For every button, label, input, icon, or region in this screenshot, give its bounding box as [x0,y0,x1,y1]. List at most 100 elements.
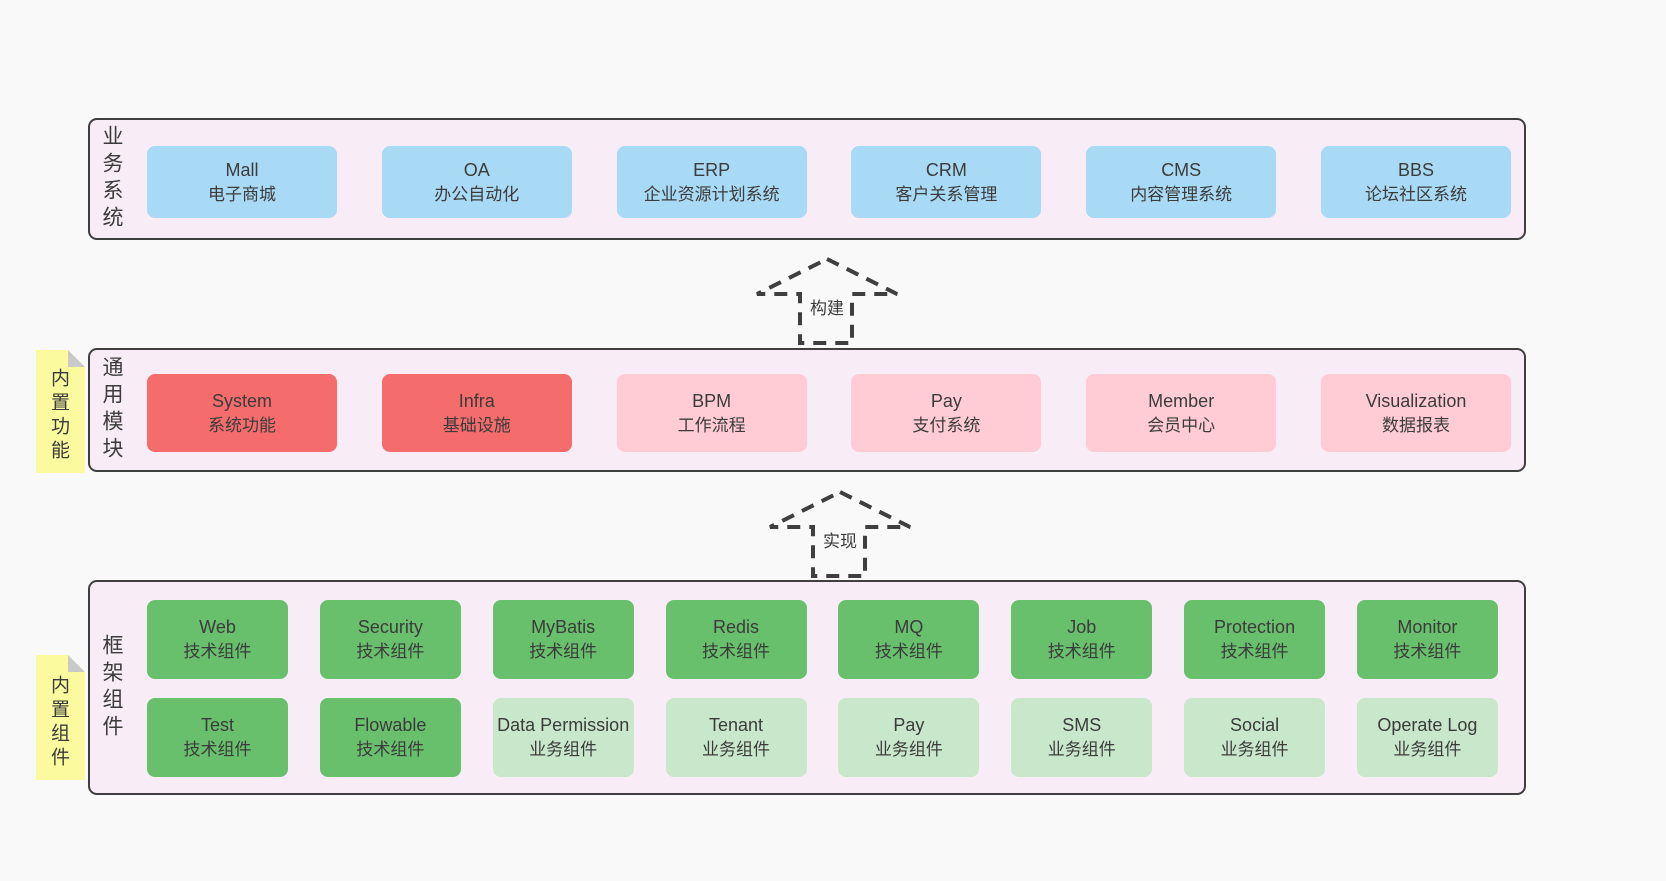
box-cms-subtitle: 内容管理系统 [1130,184,1233,204]
box-web-title: Web [199,617,236,637]
box-sms: SMS 业务组件 [1011,698,1153,777]
box-system-title: System [211,390,272,411]
box-tenant-subtitle: 业务组件 [702,740,771,760]
box-web: Web 技术组件 [147,600,288,679]
box-bpm: BPM 工作流程 [616,374,807,452]
box-cms: CMS 内容管理系统 [1086,146,1277,218]
box-bbs-title: BBS [1397,159,1434,180]
box-data-permission: Data Permission 业务组件 [492,698,634,777]
box-flowable-title: Flowable [354,715,427,735]
box-tenant-title: Tenant [709,715,764,735]
box-test: Test 技术组件 [147,698,288,777]
box-oa-title: OA [463,159,490,180]
panel-common-modules: 通用模块 System 系统功能 Infra 基础设施 BPM 工作流程 Pay… [88,348,1526,472]
box-social-subtitle: 业务组件 [1220,740,1289,760]
box-sms-subtitle: 业务组件 [1047,740,1116,760]
box-protection: Protection 技术组件 [1184,600,1326,679]
box-erp-title: ERP [693,159,731,180]
box-visualization-title: Visualization [1365,390,1467,411]
box-mybatis-title: MyBatis [531,617,596,637]
box-job-title: Job [1067,617,1097,637]
box-pay-component-title: Pay [893,715,925,735]
box-pay-component-subtitle: 业务组件 [874,740,943,760]
panel-common-modules-label: 通用模块 [100,356,123,464]
arrow-up-dashed-icon [769,489,911,578]
box-operate-log-title: Operate Log [1377,715,1478,735]
arrow-up-dashed-icon [756,256,898,345]
box-mybatis-subtitle: 技术组件 [529,642,598,662]
arrow-implement-label: 实现 [820,526,860,553]
box-operate-log: Operate Log 业务组件 [1356,698,1498,777]
business-systems-row: Mall 电子商城 OA 办公自动化 ERP 企业资源计划系统 CRM 客户关系… [147,146,1511,218]
box-crm-title: CRM [925,159,967,180]
box-mq-title: MQ [894,617,924,637]
panel-business-systems: 业务系统 Mall 电子商城 OA 办公自动化 ERP 企业资源计划系统 CRM… [88,118,1526,240]
box-infra: Infra 基础设施 [381,374,572,452]
box-bbs-subtitle: 论坛社区系统 [1364,184,1467,204]
box-job-subtitle: 技术组件 [1047,642,1116,662]
box-security: Security 技术组件 [319,600,461,679]
box-mq-subtitle: 技术组件 [874,642,943,662]
box-pay-module-subtitle: 支付系统 [912,415,981,435]
framework-components-row-1: Web 技术组件 Security 技术组件 MyBatis 技术组件 Redi… [147,600,1498,679]
sticky-built-in-components: 内置组件 [36,655,85,780]
box-web-subtitle: 技术组件 [183,642,252,662]
box-mall-title: Mall [225,159,259,180]
box-mall: Mall 电子商城 [147,146,337,218]
box-flowable: Flowable 技术组件 [319,698,461,777]
box-bpm-subtitle: 工作流程 [677,415,746,435]
panel-business-systems-label: 业务系统 [100,125,123,233]
panel-framework-components-label: 框架组件 [100,633,123,742]
box-protection-subtitle: 技术组件 [1220,642,1289,662]
box-visualization-subtitle: 数据报表 [1381,415,1450,435]
box-monitor-subtitle: 技术组件 [1393,642,1462,662]
box-security-title: Security [357,617,423,637]
sticky-built-in-features-label: 内置功能 [48,368,69,465]
box-security-subtitle: 技术组件 [356,642,425,662]
box-data-permission-subtitle: 业务组件 [529,740,598,760]
box-infra-subtitle: 基础设施 [442,415,511,435]
box-sms-title: SMS [1062,715,1102,735]
framework-components-row-2: Test 技术组件 Flowable 技术组件 Data Permission … [147,698,1498,777]
panel-framework-components: 框架组件 Web 技术组件 Security 技术组件 MyBatis 技术组件… [88,580,1526,795]
box-infra-title: Infra [458,390,495,411]
box-test-subtitle: 技术组件 [183,740,252,760]
box-redis: Redis 技术组件 [665,600,807,679]
box-mybatis: MyBatis 技术组件 [492,600,634,679]
box-mall-subtitle: 电子商城 [208,184,276,204]
box-monitor-title: Monitor [1397,617,1458,637]
box-erp: ERP 企业资源计划系统 [616,146,807,218]
common-modules-row: System 系统功能 Infra 基础设施 BPM 工作流程 Pay 支付系统… [147,374,1511,452]
box-bbs: BBS 论坛社区系统 [1320,146,1511,218]
box-redis-title: Redis [713,617,760,637]
box-mq: MQ 技术组件 [838,600,980,679]
box-cms-title: CMS [1161,159,1202,180]
sticky-built-in-components-label: 内置组件 [48,674,69,771]
box-erp-subtitle: 企业资源计划系统 [643,184,780,204]
arrow-build-label: 构建 [807,293,847,320]
box-visualization: Visualization 数据报表 [1320,374,1511,452]
box-tenant: Tenant 业务组件 [665,698,807,777]
box-social: Social 业务组件 [1184,698,1326,777]
box-test-title: Test [200,715,234,735]
box-protection-title: Protection [1214,617,1296,637]
box-social-title: Social [1230,715,1280,735]
box-pay-module-title: Pay [930,390,962,411]
box-pay-component: Pay 业务组件 [838,698,980,777]
box-oa: OA 办公自动化 [381,146,572,218]
box-pay-module: Pay 支付系统 [851,374,1042,452]
arrow-implement: 实现 [765,488,915,580]
sticky-built-in-features: 内置功能 [36,350,85,473]
box-system-subtitle: 系统功能 [208,415,276,435]
box-oa-subtitle: 办公自动化 [434,184,520,204]
box-system: System 系统功能 [147,374,337,452]
box-bpm-title: BPM [692,390,732,411]
box-monitor: Monitor 技术组件 [1356,600,1498,679]
box-redis-subtitle: 技术组件 [702,642,771,662]
box-job: Job 技术组件 [1011,600,1153,679]
box-member-subtitle: 会员中心 [1147,415,1216,435]
box-data-permission-title: Data Permission [497,715,630,735]
box-crm-subtitle: 客户关系管理 [895,184,998,204]
box-member: Member 会员中心 [1086,374,1277,452]
